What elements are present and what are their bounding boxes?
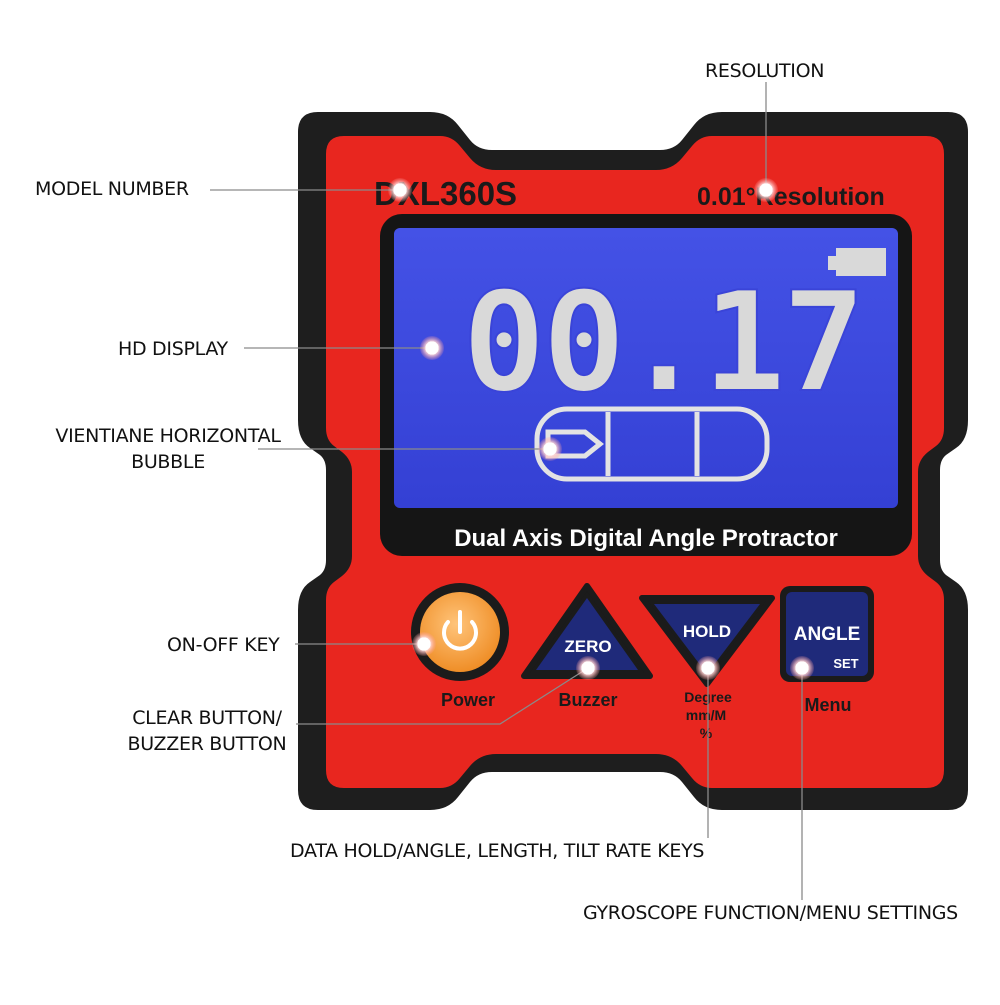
- dot-bubble: [538, 437, 562, 461]
- dot-angle: [790, 656, 814, 680]
- angle-set-label: SET: [833, 656, 858, 671]
- power-label: Power: [441, 690, 495, 710]
- hold-button[interactable]: HOLD: [639, 595, 775, 687]
- resolution-text: 0.01°Resolution: [697, 183, 885, 211]
- dot-hold: [696, 656, 720, 680]
- callout-data-hold: DATA HOLD/ANGLE, LENGTH, TILT RATE KEYS: [290, 840, 705, 862]
- callout-gyroscope: GYROSCOPE FUNCTION/MENU SETTINGS: [583, 902, 958, 924]
- dot-display: [420, 336, 444, 360]
- angle-label: ANGLE: [794, 624, 861, 645]
- callout-hd-display: HD DISPLAY: [118, 338, 228, 360]
- hold-label: HOLD: [683, 622, 731, 641]
- angle-reading: 00.17: [462, 262, 862, 423]
- callout-on-off: ON-OFF KEY: [167, 634, 280, 656]
- hold-sub-mm: mm/M: [686, 707, 726, 723]
- dot-zero: [576, 656, 600, 680]
- callout-lines: [210, 82, 803, 900]
- power-icon: [442, 610, 478, 651]
- hold-sub-percent: %: [700, 725, 713, 741]
- angle-sub-label: Menu: [805, 695, 852, 715]
- callout-dots: [388, 178, 814, 680]
- power-button[interactable]: [411, 583, 509, 681]
- callout-clear: CLEAR BUTTON/ BUZZER BUTTON: [118, 705, 296, 757]
- dot-power: [412, 632, 436, 656]
- callout-clear-line1: CLEAR BUTTON/: [132, 707, 282, 729]
- device-caption: Dual Axis Digital Angle Protractor: [454, 525, 838, 552]
- battery-icon: [828, 248, 886, 276]
- callout-bubble-line2: BUBBLE: [131, 451, 205, 473]
- callout-model-number: MODEL NUMBER: [35, 178, 189, 200]
- dot-model: [388, 178, 412, 202]
- zero-label: ZERO: [564, 637, 611, 656]
- lcd-screen: [394, 228, 898, 508]
- callout-clear-line2: BUZZER BUTTON: [127, 733, 287, 755]
- dot-resolution: [754, 178, 778, 202]
- callout-resolution: RESOLUTION: [705, 60, 825, 82]
- zero-sub-label: Buzzer: [558, 690, 617, 710]
- callout-bubble: VIENTIANE HORIZONTAL BUBBLE: [40, 423, 296, 475]
- callout-bubble-line1: VIENTIANE HORIZONTAL: [55, 425, 281, 447]
